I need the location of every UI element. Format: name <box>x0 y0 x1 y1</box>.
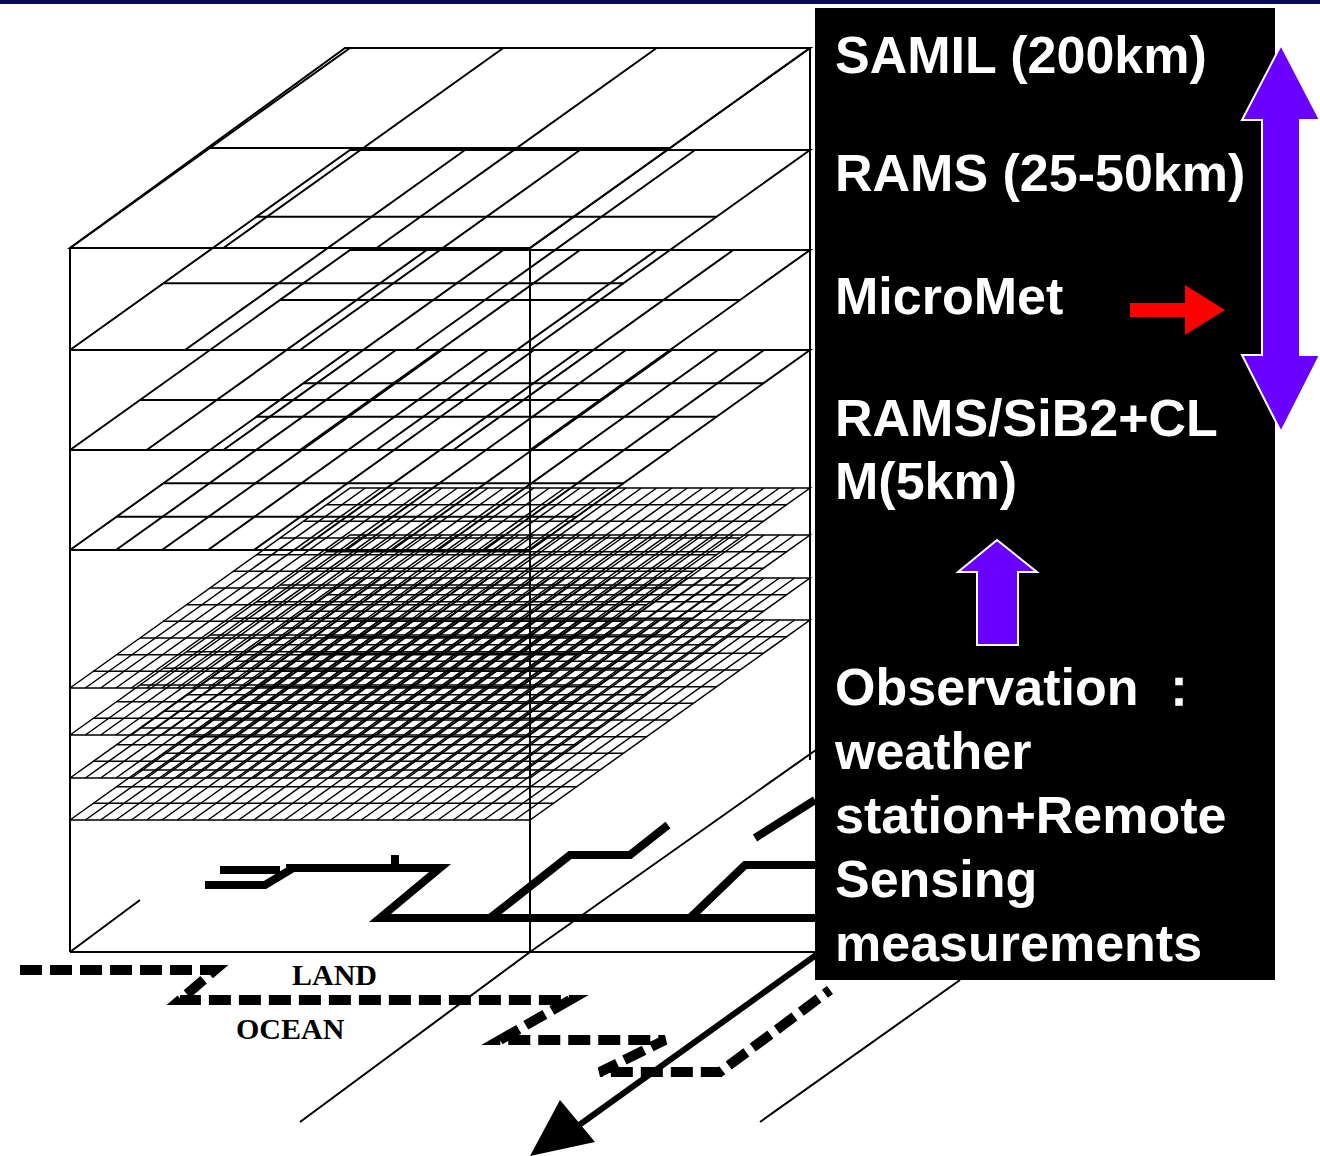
grid-line <box>233 661 693 663</box>
grid-line <box>117 744 577 746</box>
region-label: LAND <box>292 960 452 990</box>
grid-line <box>303 382 763 384</box>
pointer-arrow <box>1130 285 1225 335</box>
grid-line <box>280 627 740 629</box>
top-rule <box>0 0 1320 4</box>
grid-line <box>70 350 810 550</box>
grid-line <box>327 504 787 506</box>
grid-line <box>210 587 670 589</box>
grid-line <box>257 216 717 218</box>
grid-line <box>280 299 740 301</box>
flow-arrow <box>530 945 830 1156</box>
grid-line <box>327 594 787 596</box>
grid-line <box>303 568 763 570</box>
model-name: RAMS/SiB2+CL M(5km) <box>835 387 1255 514</box>
grid-line <box>280 537 740 539</box>
grid-line <box>187 604 647 606</box>
grid-line <box>257 554 717 556</box>
grid-line <box>233 571 693 573</box>
grid-line <box>187 694 647 696</box>
grid-line <box>210 147 670 149</box>
grid-line <box>303 521 763 523</box>
grid-line <box>257 686 717 688</box>
grid-line <box>327 636 787 638</box>
grid-line <box>257 644 717 646</box>
grid-line <box>303 611 763 613</box>
region-label: OCEAN <box>236 1014 426 1044</box>
grid-line <box>187 736 647 738</box>
grid-line <box>93 761 553 763</box>
grid-line <box>163 711 623 713</box>
nested-grid-layers <box>70 48 810 820</box>
grid-line <box>210 449 670 451</box>
scale-double-arrow <box>1242 45 1320 432</box>
model-panel <box>815 8 1275 980</box>
grid-line <box>327 551 787 553</box>
grid-line <box>280 669 740 671</box>
grid-line <box>257 416 717 418</box>
grid-line <box>233 703 693 705</box>
river-lines <box>205 800 820 918</box>
observation-arrow <box>958 540 1037 645</box>
model-name: RAMS (25-50km) <box>835 142 1260 204</box>
grid-line <box>210 719 670 721</box>
grid-line <box>303 653 763 655</box>
grid-line <box>70 620 810 820</box>
grid-line <box>163 753 623 755</box>
observation-note: Observation ： weather station+Remote Sen… <box>835 656 1275 976</box>
grid-line <box>70 48 810 248</box>
grid-line <box>163 282 623 284</box>
model-name: MicroMet <box>835 265 1125 327</box>
grid-line <box>93 803 553 805</box>
grid-line <box>210 677 670 679</box>
grid-line <box>163 482 623 484</box>
coastline <box>20 970 830 1072</box>
model-name: SAMIL (200km) <box>835 24 1275 86</box>
grid-line <box>117 786 577 788</box>
